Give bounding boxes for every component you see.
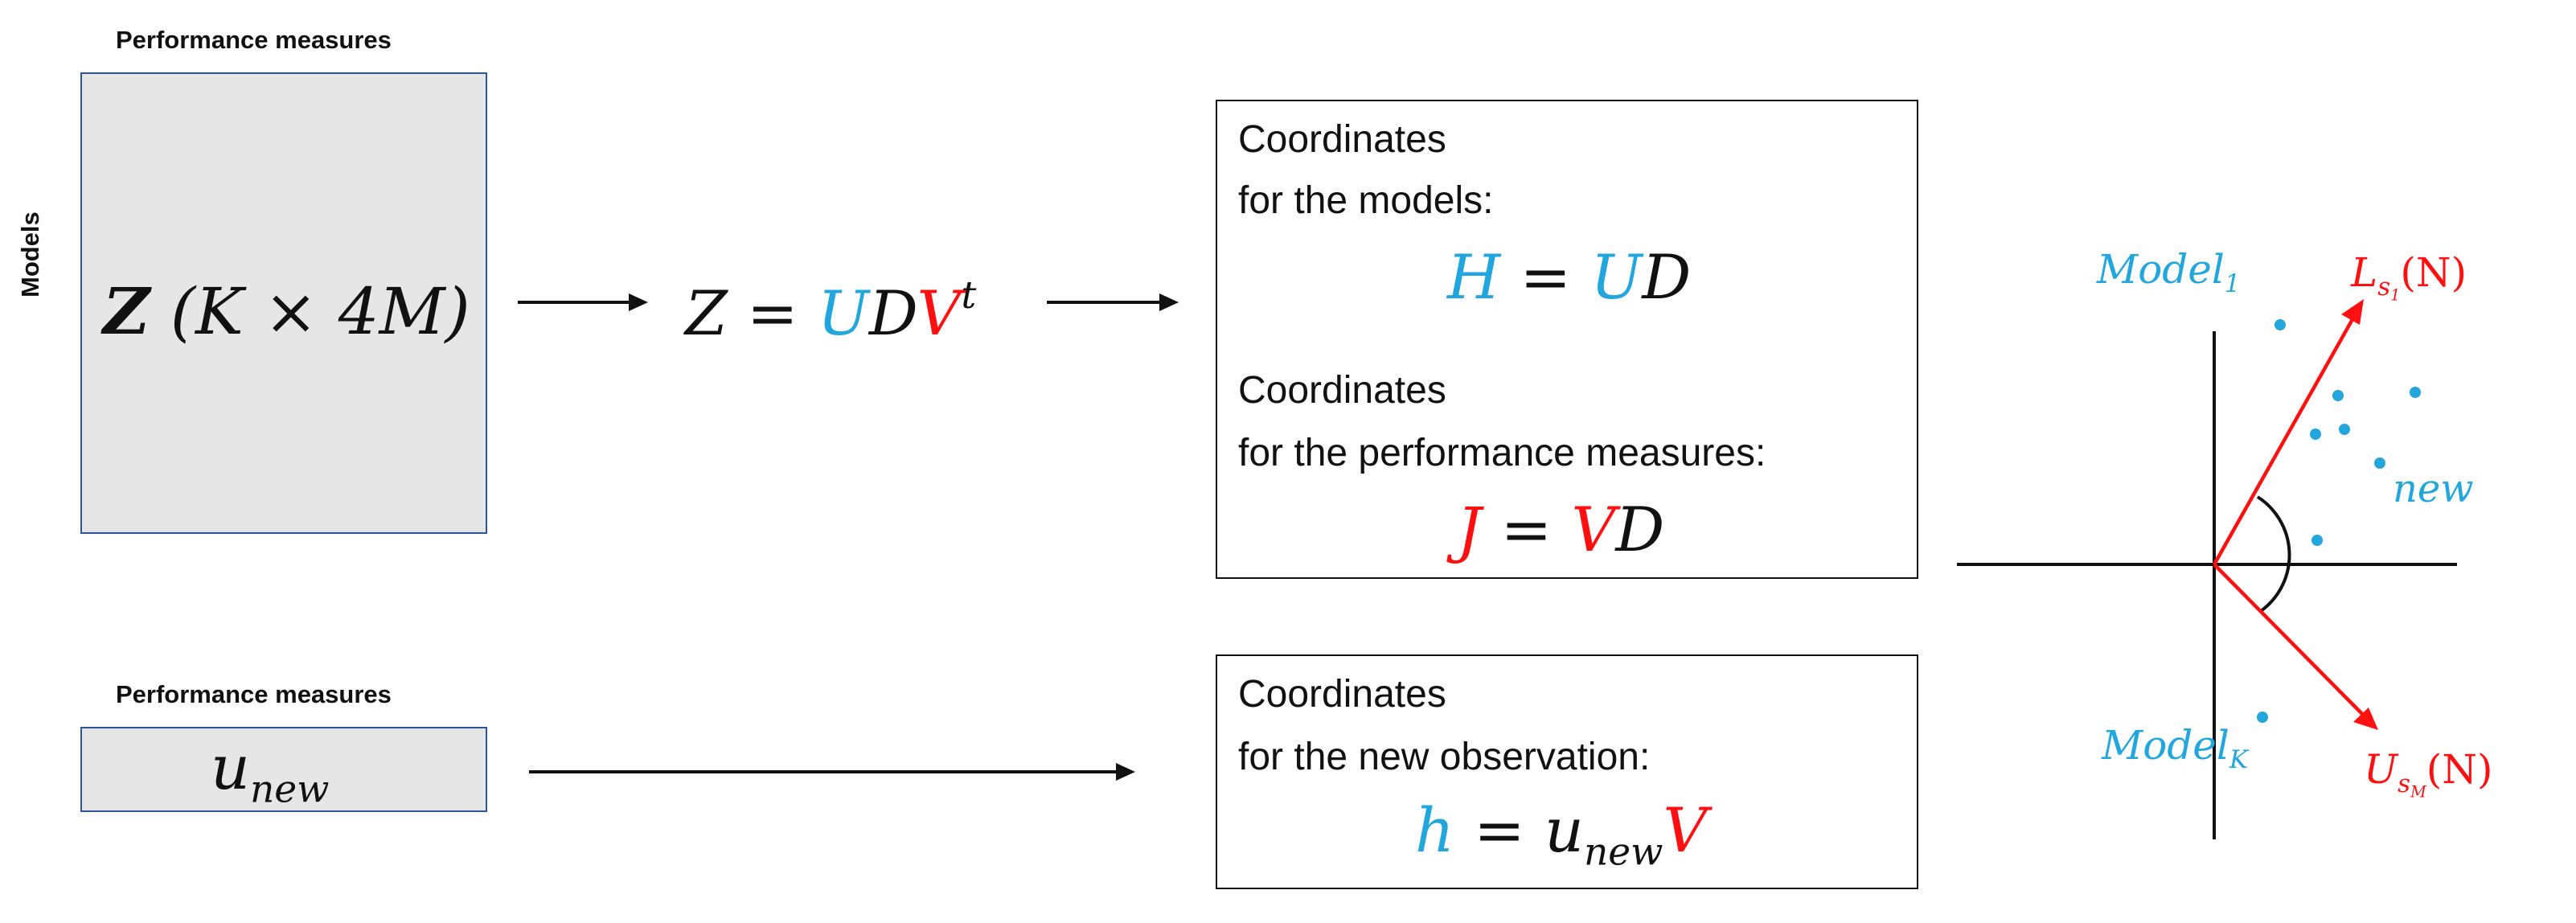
vector-bottom	[2213, 563, 2378, 730]
box-new-line2: for the new observation:	[1238, 736, 1651, 778]
box-models-line2: for the models:	[1238, 179, 1494, 222]
model-points	[2257, 319, 2421, 723]
label-vector-top: Ls1(N)	[2351, 249, 2467, 305]
performance-measures-header-bottom: Performance measures	[116, 680, 392, 708]
box-models-line4: for the performance measures:	[1238, 432, 1766, 474]
equation-j-vd: J = VD	[1457, 494, 1665, 565]
flow-arrow-3	[529, 763, 1135, 781]
matrix-z-label: Z (K × 4M)	[103, 273, 470, 349]
point	[2410, 387, 2421, 398]
u-new-label: unew	[211, 732, 330, 812]
label-new: new	[2393, 466, 2474, 511]
model-coordinates-box	[1216, 100, 1918, 579]
u-new-box	[80, 727, 487, 812]
angle-arc	[2256, 495, 2291, 613]
performance-measures-header-top: Performance measures	[116, 26, 392, 54]
flow-arrow-2	[1047, 293, 1179, 311]
equation-h-unew-v: h = unewV	[1415, 794, 1708, 875]
point	[2332, 390, 2344, 401]
point	[2311, 535, 2323, 546]
point-model-1	[2275, 319, 2286, 330]
svd-formula: Z = UDVt	[685, 273, 977, 349]
box-models-line1: Coordinates	[1238, 118, 1446, 161]
point-new	[2374, 457, 2385, 469]
matrix-z-box	[80, 72, 487, 534]
label-model-k: ModelK	[2102, 722, 2249, 774]
flow-arrow-1	[518, 293, 648, 311]
vector-top	[2213, 299, 2364, 566]
new-observation-box	[1216, 654, 1918, 889]
equation-h-ud: H = UD	[1447, 241, 1692, 313]
point	[2310, 429, 2321, 440]
label-model-1: Model1	[2097, 246, 2241, 298]
box-models-line3: Coordinates	[1238, 369, 1446, 412]
point	[2339, 424, 2350, 435]
point-model-k	[2257, 712, 2268, 723]
label-vector-bottom: UsM(N)	[2364, 746, 2493, 802]
box-new-line1: Coordinates	[1238, 673, 1446, 716]
